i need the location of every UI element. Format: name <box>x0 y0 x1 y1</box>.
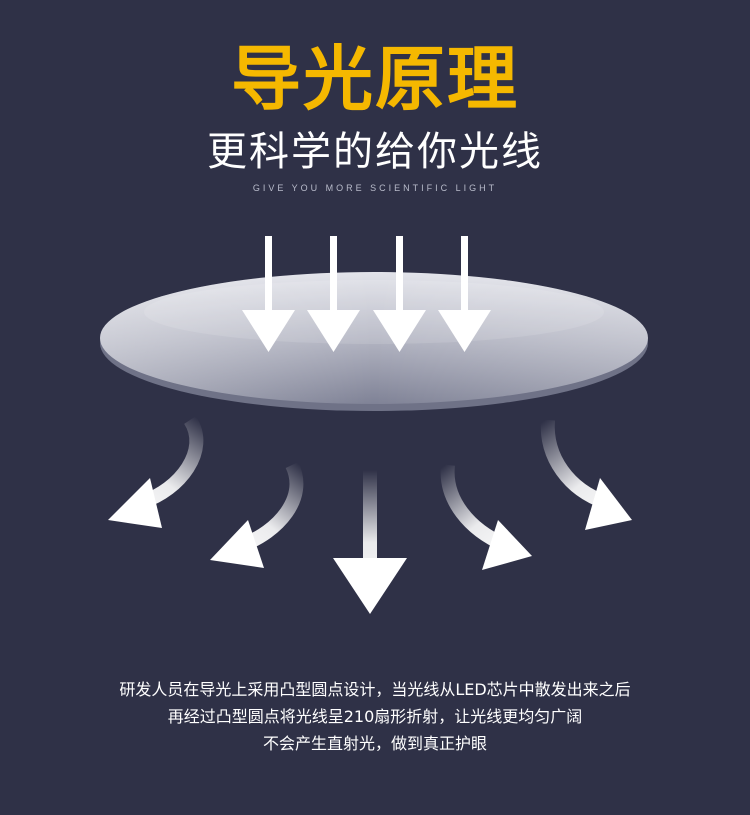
incoming-arrows <box>242 236 491 352</box>
curved-arrow-icon <box>540 419 632 530</box>
arrow-down-icon <box>242 236 295 352</box>
refracted-arrows <box>108 416 632 614</box>
curved-arrow-icon <box>440 464 532 570</box>
curved-arrow-icon <box>210 461 304 568</box>
description-line-3: 不会产生直射光，做到真正护眼 <box>262 734 487 753</box>
curved-arrow-icon <box>108 416 204 528</box>
page-subtitle: 更科学的给你光线 <box>207 129 543 175</box>
description-line-2: 再经过凸型圆点将光线呈210扇形折射，让光线更均匀广阔 <box>167 707 583 726</box>
page-title: 导光原理 <box>231 38 519 120</box>
arrow-down-icon <box>438 236 491 352</box>
lens-plate <box>100 272 648 411</box>
page-tagline: GIVE YOU MORE SCIENTIFIC LIGHT <box>252 183 498 193</box>
curved-arrow-icon <box>333 470 407 614</box>
description-line-1: 研发人员在导光上采用凸型圆点设计，当光线从LED芯片中散发出来之后 <box>119 680 631 699</box>
arrow-down-icon <box>373 236 426 352</box>
description: 研发人员在导光上采用凸型圆点设计，当光线从LED芯片中散发出来之后 再经过凸型圆… <box>0 676 750 757</box>
arrow-down-icon <box>307 236 360 352</box>
